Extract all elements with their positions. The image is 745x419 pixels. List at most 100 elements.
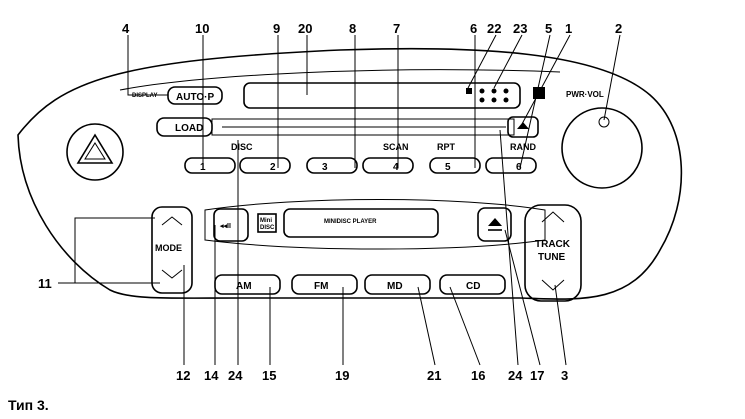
label-text: 6 (470, 21, 477, 36)
preset-2-button[interactable]: 2 (239, 157, 291, 174)
label-text: 17 (530, 368, 544, 383)
lcd-dots (479, 88, 509, 103)
rand-label: RAND (510, 142, 536, 152)
label-text: 20 (298, 21, 312, 36)
diagram-stroke (503, 88, 509, 94)
label-text: 5 (445, 162, 451, 173)
rpt-label: RPT (437, 142, 456, 152)
label-text: 24 (508, 368, 523, 383)
label-text: 5 (545, 21, 552, 36)
label-text: 2 (270, 162, 276, 173)
diagram-stroke (364, 274, 431, 295)
md-button[interactable]: MD (364, 274, 431, 295)
label-text: 3 (561, 368, 568, 383)
label-text: 15 (262, 368, 276, 383)
diagram-stroke (429, 157, 481, 174)
label-text: 21 (427, 368, 441, 383)
eject-icon (517, 122, 529, 129)
label-text: 4 (122, 21, 130, 36)
label-text: 2 (615, 21, 622, 36)
diagram-stroke (76, 133, 114, 164)
diagram-stroke (541, 211, 565, 223)
load-label: LOAD (175, 123, 203, 134)
diagram-stroke (491, 88, 497, 94)
label-text: DISC (260, 225, 275, 231)
diagram-stroke (119, 69, 561, 91)
diagram-stroke (491, 97, 497, 103)
diagram-stroke (499, 129, 519, 366)
faceplate-outline (17, 47, 683, 300)
cd-slot (211, 118, 515, 136)
lcd-display (243, 82, 521, 109)
diagram-stroke (503, 97, 509, 103)
callout-11: 11 (38, 276, 52, 291)
diagram-stroke (161, 216, 183, 226)
cd-button[interactable]: CD (439, 274, 506, 295)
label-text: 1 (565, 21, 572, 36)
diagram-stroke (439, 274, 506, 295)
diagram-stroke (554, 284, 567, 366)
track-label: TRACK (535, 239, 571, 250)
diagram-stroke (291, 274, 358, 295)
label-text: 4 (393, 162, 399, 173)
preset-6-button[interactable]: 6 (485, 157, 537, 174)
pwr-vol-knob[interactable] (561, 107, 643, 189)
fm-button[interactable]: FM (291, 274, 358, 295)
diagram-stroke (541, 279, 565, 291)
label-text: 23 (513, 21, 527, 36)
label-text: CD (466, 281, 480, 292)
hazard-button[interactable] (66, 123, 124, 181)
preset-3-button[interactable]: 3 (306, 157, 358, 174)
preset-5-button[interactable]: 5 (429, 157, 481, 174)
play-pause-label: ◂◂II (219, 223, 231, 230)
eject-cd-button[interactable] (507, 116, 539, 138)
label-text: 14 (204, 368, 219, 383)
leader-lines (58, 34, 621, 366)
diagram-stroke (479, 88, 485, 94)
md-player-label: MINIDISC PLAYER (324, 219, 377, 225)
label-text: 10 (195, 21, 209, 36)
diagram-stroke (127, 35, 168, 96)
diagram-stroke (306, 157, 358, 174)
autop-label: AUTO·P (176, 92, 214, 103)
label-text: 24 (228, 368, 243, 383)
diagram-stroke (519, 34, 551, 169)
diagram-stroke (467, 34, 497, 89)
diagram-stroke (485, 157, 537, 174)
label-text: 22 (487, 21, 501, 36)
mode-control[interactable] (151, 206, 193, 294)
display-button-label[interactable]: DISPLAY (132, 93, 157, 99)
track-tune-control[interactable] (524, 204, 582, 302)
diagram-stroke (504, 229, 541, 366)
label-text: 3 (322, 162, 328, 173)
label-text: FM (314, 281, 328, 292)
md-display (283, 208, 439, 238)
diagram-stroke (58, 217, 155, 284)
disc-label: DISC (231, 142, 253, 152)
scan-label: SCAN (383, 142, 409, 152)
eject-md-icon (488, 218, 502, 226)
preset-1-button[interactable]: 1 (184, 157, 236, 174)
label-text: 6 (516, 162, 522, 173)
label-text: Mini (260, 218, 272, 224)
label-text: AM (236, 281, 252, 292)
diagram-stroke (449, 286, 481, 366)
figure-caption: Тип 3. (8, 397, 49, 413)
minidisc-logo (257, 213, 277, 233)
diagram-stroke (521, 34, 571, 125)
eject-md-button[interactable] (477, 207, 512, 242)
diagram-stroke (66, 123, 124, 181)
minidisc-panel (204, 199, 546, 250)
preset-4-button[interactable]: 4 (362, 157, 414, 174)
label-text: 12 (176, 368, 190, 383)
diagram-stroke (184, 157, 236, 174)
label-text: 16 (471, 368, 485, 383)
label-text: MD (387, 281, 403, 292)
label-text: 7 (393, 21, 400, 36)
label-text: 8 (349, 21, 356, 36)
play-pause-button[interactable] (213, 208, 249, 242)
diagram-stroke (239, 157, 291, 174)
diagram-stroke (362, 157, 414, 174)
